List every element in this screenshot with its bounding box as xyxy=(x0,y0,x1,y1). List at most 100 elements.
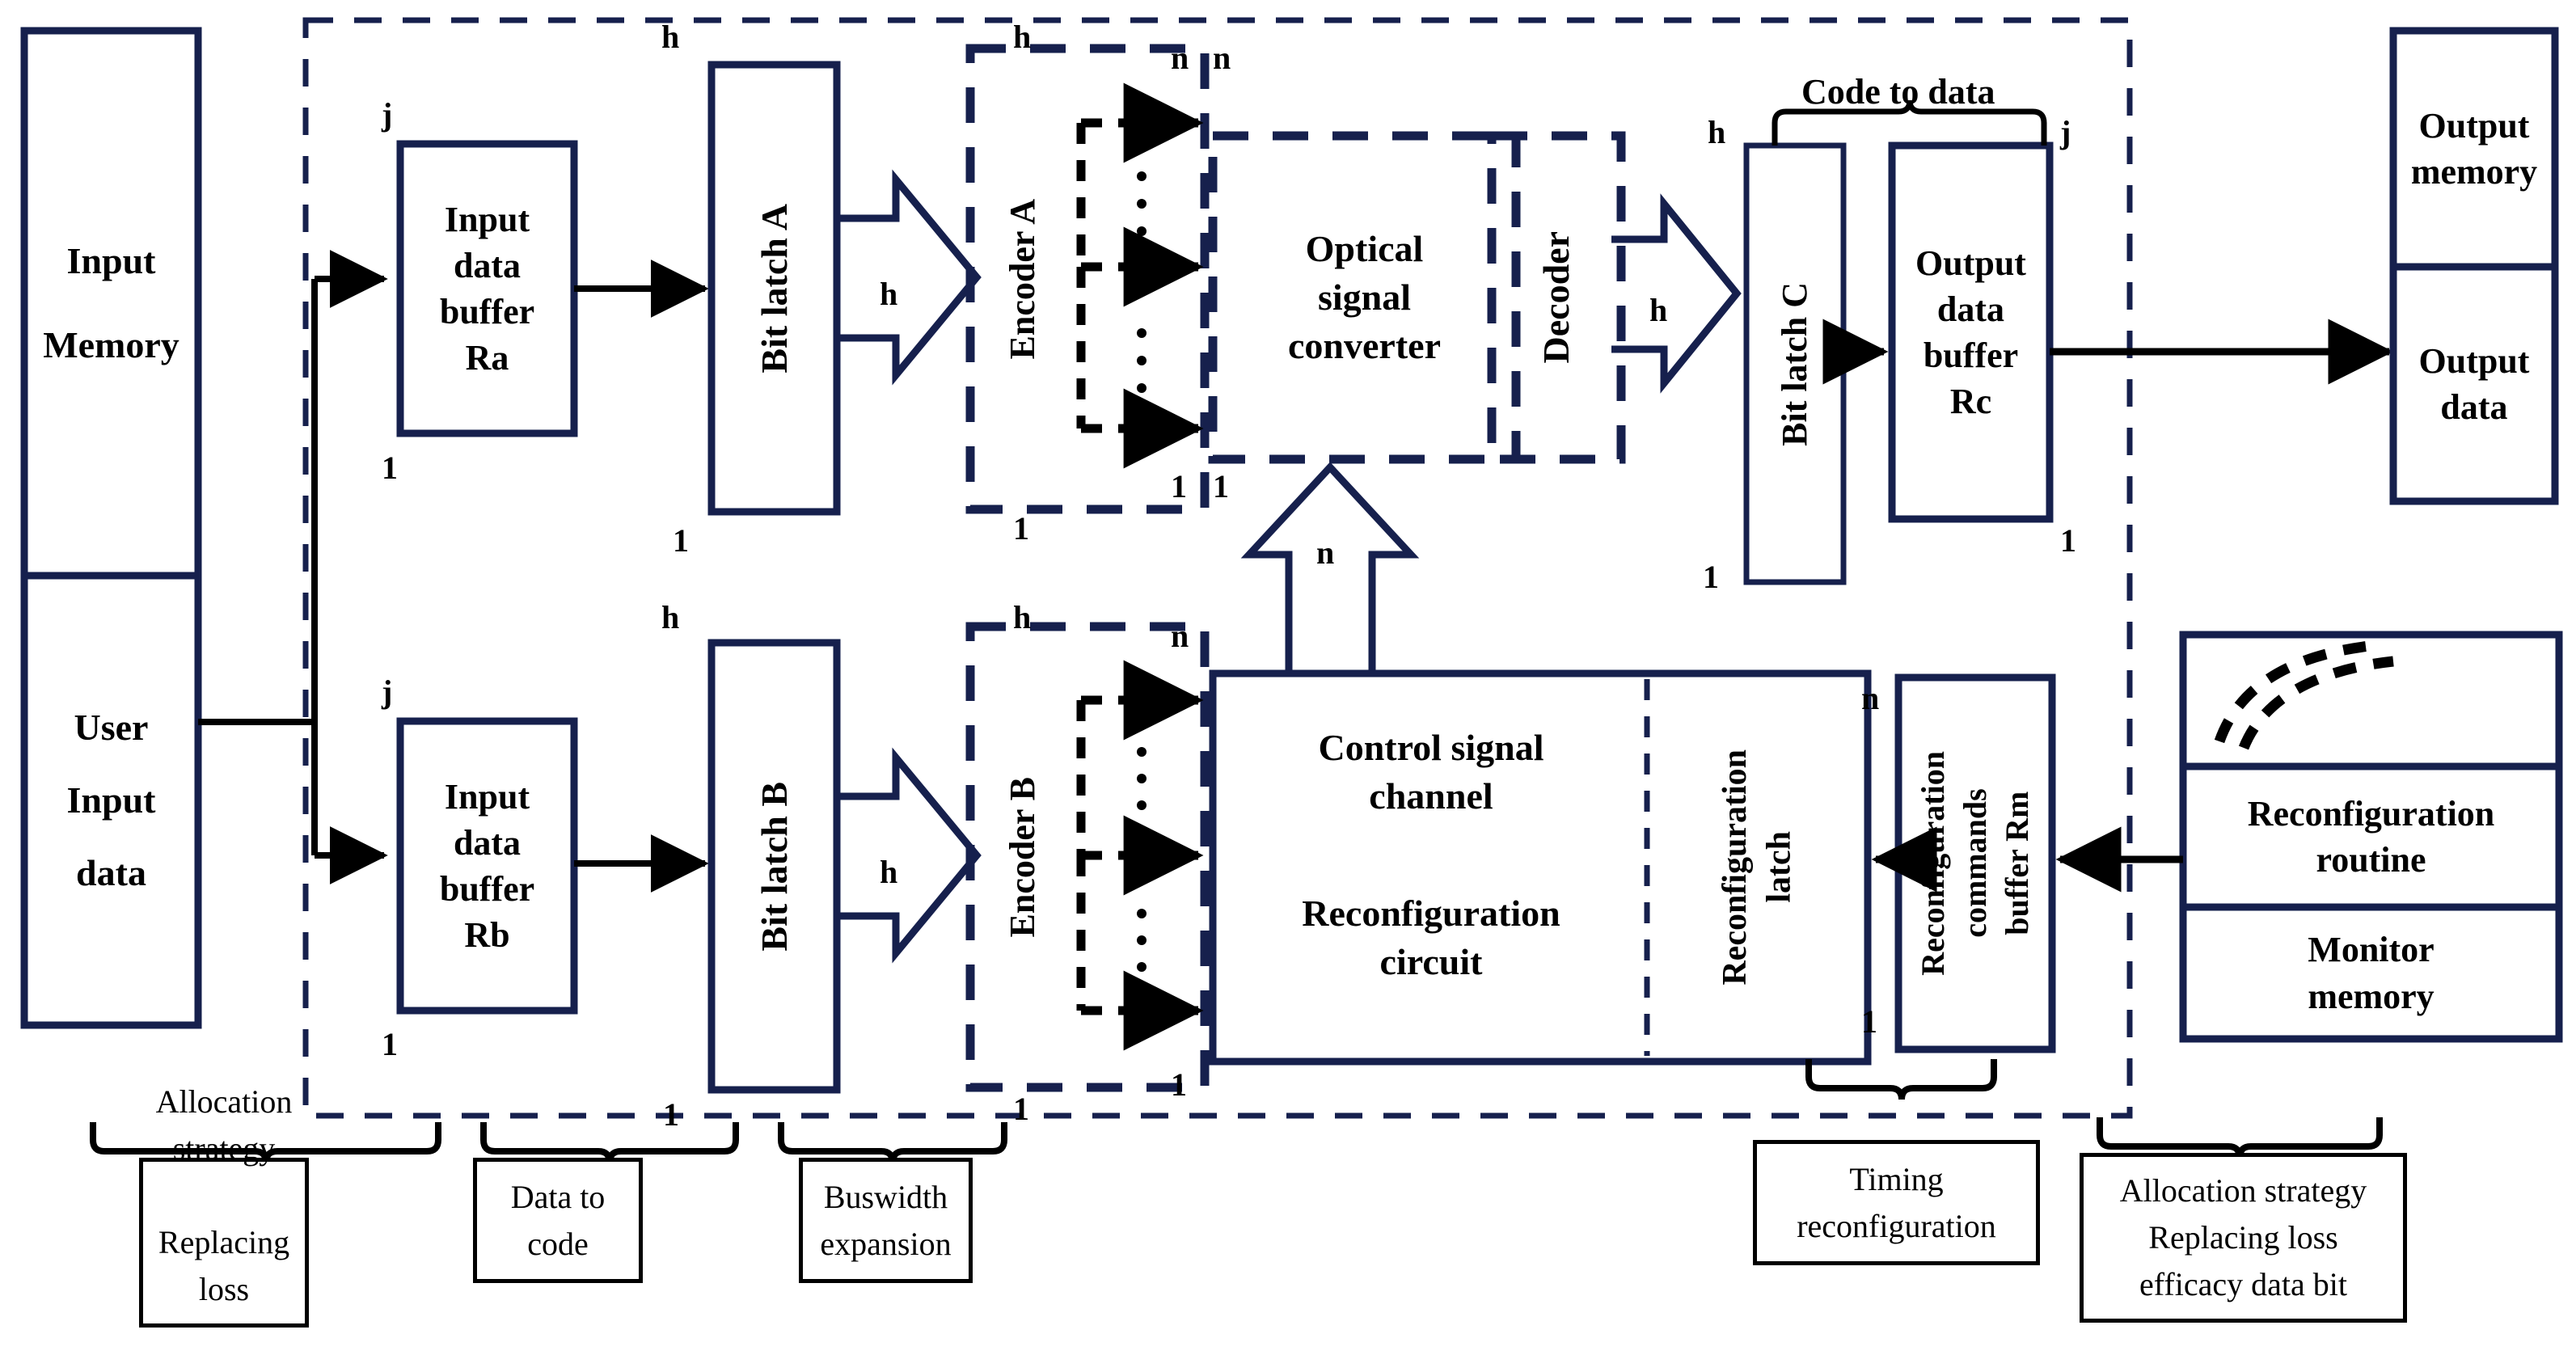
bus-label-one-encoder-a-out: 1 xyxy=(1171,468,1187,504)
reconfiguration-commands-buffer-text: Reconfiguration commands buffer Rm xyxy=(1915,751,2035,976)
system-boundary-dashed xyxy=(302,17,2133,1119)
reconfiguration-routine-text: Reconfiguration routine xyxy=(2247,793,2495,880)
output-data-buffer-rc-text: Output data buffer Rc xyxy=(1915,243,2026,422)
bit-latch-b-box xyxy=(707,639,841,1094)
bus-label-one-ra: 1 xyxy=(382,450,398,486)
output-data-buffer-rc-box xyxy=(1888,141,2054,523)
brace-allocation-right xyxy=(2097,1117,2383,1159)
input-data-buffer-rb-text: Input data buffer Rb xyxy=(439,776,535,956)
input-memory-line1: Input xyxy=(66,240,156,282)
bit-latch-c-label: Bit latch C xyxy=(1746,146,1843,582)
optical-signal-converter-dashed-box xyxy=(1208,131,1521,464)
block-arrow-decoder-to-latch-c xyxy=(1611,193,1742,394)
bus-label-one-latch-c: 1 xyxy=(1703,559,1719,595)
block-arrow-control-to-converter xyxy=(1240,462,1420,680)
output-data-buffer-rc-label: Output data buffer Rc xyxy=(1892,146,2050,519)
bus-label-n-up-arrow: n xyxy=(1316,534,1335,571)
input-data-buffer-rb-box xyxy=(396,717,578,1015)
brace-data-to-code xyxy=(480,1122,739,1163)
routine-curve-inner xyxy=(2238,656,2394,750)
input-memory-box xyxy=(20,27,202,1029)
reconfiguration-latch-label: Reconfiguration latch xyxy=(1647,673,1868,1062)
reconfiguration-routine-label: Reconfiguration routine xyxy=(2183,766,2559,907)
bus-label-one-encoder-b: 1 xyxy=(1013,1091,1029,1127)
bit-latch-a-text: Bit latch A xyxy=(753,203,795,374)
reconfiguration-circuit-label: Reconfiguration circuit xyxy=(1221,877,1641,998)
caption-data-to-code-l1: Data to xyxy=(510,1178,606,1215)
output-data-text: Output data xyxy=(2418,340,2530,427)
caption-buswidth-l2: expansion xyxy=(820,1225,952,1262)
bus-label-n-osc: n xyxy=(1213,40,1231,76)
optical-signal-converter-text: Optical signal converter xyxy=(1288,228,1441,366)
reconfiguration-latch-text: Reconfiguration latch xyxy=(1716,749,1798,986)
caption-data-to-code: Data to code xyxy=(473,1158,643,1283)
bus-label-one-rc: 1 xyxy=(2060,522,2076,559)
user-input-data-label: User Input data xyxy=(24,679,198,922)
encoder-a-dashed-box xyxy=(965,44,1210,514)
bus-label-one-rb: 1 xyxy=(382,1026,398,1062)
bit-latch-a-box xyxy=(707,61,841,516)
bus-label-one-latch-b: 1 xyxy=(663,1096,679,1133)
decoder-text: Decoder xyxy=(1535,231,1577,364)
bus-label-h-latch-c: h xyxy=(1708,114,1726,150)
bus-label-n-encoder-a-out: n xyxy=(1171,40,1189,76)
output-memory-text: Output memory xyxy=(2410,105,2538,192)
encoder-b-label: Encoder B xyxy=(970,627,1075,1087)
encoder-a-label: Encoder A xyxy=(970,49,1075,509)
bit-latch-a-label: Bit latch A xyxy=(712,65,837,512)
caption-buswidth-expansion: Buswidth expansion xyxy=(799,1158,973,1283)
caption-allocation-left-l1: Allocation strategy xyxy=(155,1083,293,1167)
caption-allocation-right-l3: efficacy data bit xyxy=(2139,1266,2347,1302)
bit-latch-b-text: Bit latch B xyxy=(753,781,795,952)
brace-buswidth-expansion xyxy=(778,1122,1007,1163)
output-data-label: Output data xyxy=(2393,267,2555,501)
control-signal-channel-box xyxy=(1209,669,1872,1066)
bus-label-h-arrow-c: h xyxy=(1649,292,1668,328)
caption-allocation-left-l2: Replacing loss xyxy=(158,1224,290,1307)
bus-label-one-osc: 1 xyxy=(1213,468,1229,504)
bit-latch-b-label: Bit latch B xyxy=(712,643,837,1090)
block-arrow-latch-a-to-encoder-a xyxy=(837,169,982,386)
bus-label-h-latch-b: h xyxy=(661,599,680,635)
reconfiguration-commands-buffer-label: Reconfiguration commands buffer Rm xyxy=(1898,678,2052,1049)
code-to-data-brace xyxy=(1772,99,2047,146)
control-signal-channel-text: Control signal channel xyxy=(1318,727,1544,817)
bus-label-n-rm: n xyxy=(1861,680,1880,716)
input-memory-line2: Memory xyxy=(43,324,179,365)
bus-label-one-csc-in: 1 xyxy=(1171,1066,1187,1103)
bus-label-h-arrow-a: h xyxy=(880,276,898,312)
input-data-buffer-rb-label: Input data buffer Rb xyxy=(400,721,574,1011)
bus-label-h-encoder-a: h xyxy=(1013,19,1032,55)
caption-allocation-left: Allocation strategy Replacing loss effic… xyxy=(139,1083,309,1328)
caption-timing-l1: Timing xyxy=(1849,1160,1944,1197)
bus-label-one-encoder-a: 1 xyxy=(1013,510,1029,547)
caption-allocation-right: Allocation strategy Replacing loss effic… xyxy=(2080,1153,2407,1323)
caption-allocation-right-l2: Replacing loss xyxy=(2148,1219,2338,1256)
control-signal-channel-label: Control signal channel xyxy=(1221,711,1641,833)
caption-allocation-right-l1: Allocation strategy xyxy=(2119,1172,2367,1209)
routine-curve-outer xyxy=(2214,640,2378,744)
encoder-a-text: Encoder A xyxy=(1003,198,1043,360)
encoder-b-ellipsis-lower xyxy=(1137,909,1147,972)
user-input-line2: Input xyxy=(66,779,156,821)
monitor-memory-label: Monitor memory xyxy=(2183,907,2559,1039)
user-input-line1: User xyxy=(74,707,149,749)
encoder-a-ellipsis-lower xyxy=(1137,328,1147,393)
caption-timing-l2: reconfiguration xyxy=(1797,1207,1996,1244)
reconfiguration-circuit-text: Reconfiguration circuit xyxy=(1302,893,1560,982)
monitor-memory-text: Monitor memory xyxy=(2308,930,2435,1016)
bus-label-h-encoder-b: h xyxy=(1013,599,1032,635)
encoder-a-ellipsis-upper xyxy=(1137,171,1147,236)
caption-data-to-code-l2: code xyxy=(527,1225,589,1262)
decoder-label: Decoder xyxy=(1492,136,1621,459)
decoder-dashed-box xyxy=(1487,131,1626,464)
caption-buswidth-l1: Buswidth xyxy=(823,1178,948,1215)
user-input-line3: data xyxy=(76,851,146,893)
block-arrow-latch-b-to-encoder-b xyxy=(837,747,982,964)
encoder-b-dashed-box xyxy=(965,622,1210,1092)
input-data-buffer-ra-text: Input data buffer Ra xyxy=(439,199,535,378)
encoder-b-ellipsis-upper xyxy=(1137,747,1147,810)
input-memory-label: Input Memory xyxy=(24,202,198,404)
